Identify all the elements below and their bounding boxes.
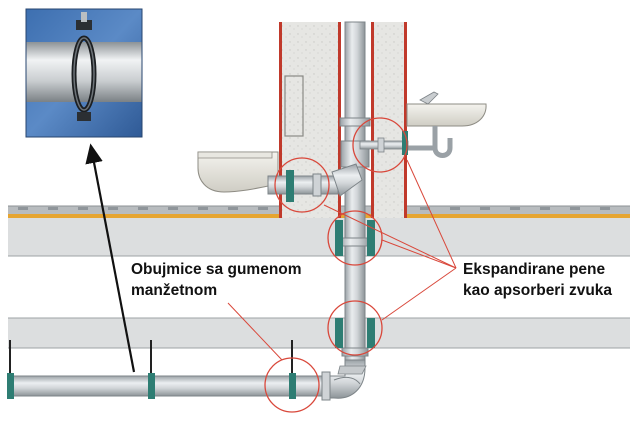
basin-branch-pipe bbox=[359, 131, 409, 155]
inset-pointer-arrow bbox=[85, 143, 136, 373]
washbasin bbox=[406, 91, 487, 158]
callout-circles bbox=[264, 117, 408, 413]
foam-label: Ekspandirane pene kao apsorberi zvuka bbox=[463, 259, 612, 301]
foam-label-line-1: Ekspandirane pene bbox=[463, 261, 606, 278]
foam-sleeve-toilet bbox=[286, 170, 294, 202]
toilet-branch-pipe bbox=[267, 163, 363, 197]
clamps-label: Obujmice sa gumenom manžetnom bbox=[131, 259, 302, 301]
floor-slab-lower bbox=[8, 317, 630, 349]
clamps-label-line-1: Obujmice sa gumenom bbox=[131, 261, 302, 278]
clamp-detail-inset bbox=[25, 8, 143, 138]
horizontal-drain-pipe bbox=[7, 359, 367, 401]
foam-sleeve-lower bbox=[335, 318, 375, 348]
clamps-label-line-2: manžetnom bbox=[131, 282, 218, 299]
toilet bbox=[197, 151, 279, 193]
foam-label-line-2: kao apsorberi zvuka bbox=[463, 282, 613, 299]
pipe-clamps bbox=[7, 373, 296, 399]
callout-lines bbox=[227, 159, 457, 361]
foam-sleeve-upper bbox=[335, 220, 375, 256]
